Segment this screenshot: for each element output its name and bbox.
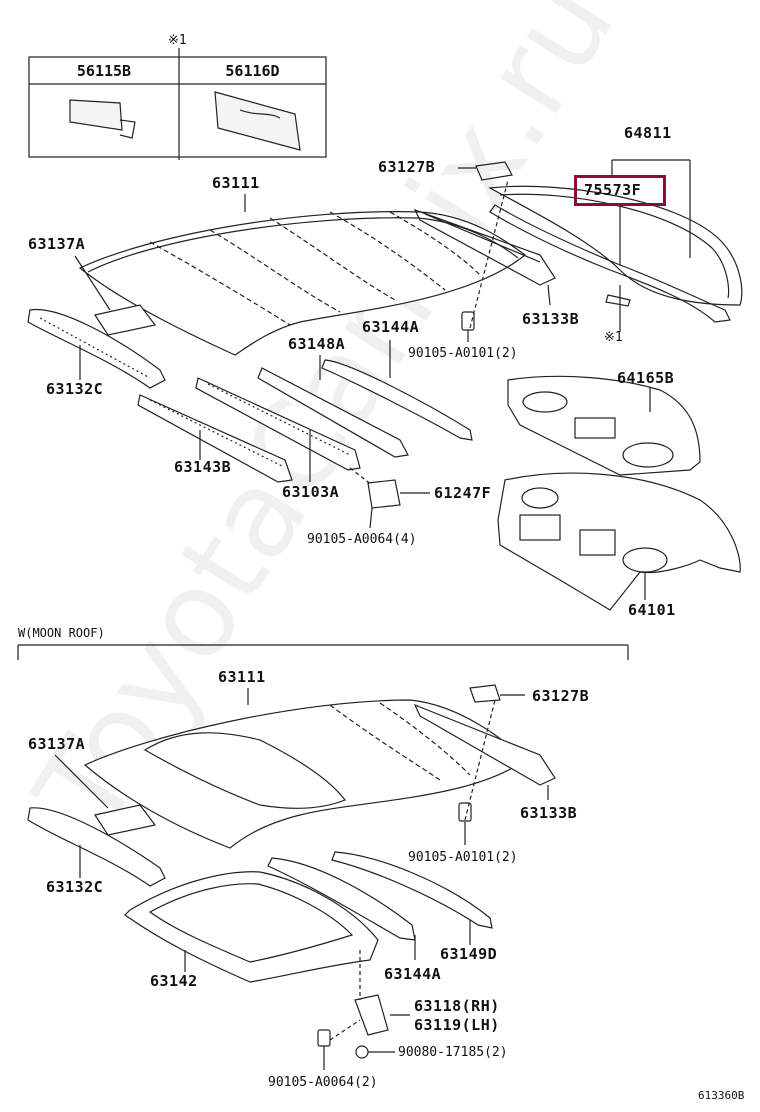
rail-63132c-bottom bbox=[27, 807, 166, 887]
inset-part-56116d[interactable]: 56116D bbox=[225, 62, 280, 80]
bracket-63137a-top bbox=[94, 304, 157, 336]
label-63127b-top[interactable]: 63127B bbox=[378, 158, 436, 176]
label-64165b[interactable]: 64165B bbox=[617, 369, 675, 387]
label-63132c-top[interactable]: 63132C bbox=[46, 380, 104, 398]
rail-63133b-bottom bbox=[413, 703, 556, 786]
shelf-64165b bbox=[507, 375, 701, 476]
panel-64101 bbox=[497, 472, 741, 611]
clip-61247f bbox=[367, 479, 401, 509]
label-63118-rh[interactable]: 63118(RH) bbox=[414, 997, 500, 1015]
bracket-63118-63119 bbox=[354, 994, 389, 1036]
inset-part-56115b[interactable]: 56115B bbox=[76, 62, 132, 80]
bow-63148a bbox=[257, 367, 409, 458]
label-61247f[interactable]: 61247F bbox=[434, 484, 492, 502]
bow-63143b bbox=[137, 394, 293, 483]
label-90105-a0064-bottom[interactable]: 90105-A0064(2) bbox=[268, 1075, 378, 1090]
label-63137a-bottom[interactable]: 63137A bbox=[28, 735, 86, 753]
roof-panel-top bbox=[78, 194, 526, 356]
label-90080-17185[interactable]: 90080-17185(2) bbox=[398, 1045, 508, 1060]
label-63149d[interactable]: 63149D bbox=[440, 945, 498, 963]
label-64101[interactable]: 64101 bbox=[628, 601, 676, 619]
label-90105-a0101-bottom[interactable]: 90105-A0101(2) bbox=[408, 850, 518, 865]
clip-63127b-bottom bbox=[469, 684, 501, 703]
bow-63144a-top bbox=[321, 359, 473, 441]
label-63133b-top[interactable]: 63133B bbox=[522, 310, 580, 328]
label-63148a[interactable]: 63148A bbox=[288, 335, 346, 353]
roof-panel-bottom bbox=[83, 688, 526, 849]
screw-90105-a0101-bottom bbox=[458, 802, 472, 822]
frame-63142 bbox=[124, 871, 379, 983]
nut-90080-17185 bbox=[355, 1045, 369, 1059]
label-63143b[interactable]: 63143B bbox=[174, 458, 232, 476]
inset-table-frame bbox=[28, 48, 327, 160]
label-75573f[interactable]: 75573F bbox=[584, 181, 642, 199]
bow-63103a bbox=[195, 377, 361, 471]
label-63137a-top[interactable]: 63137A bbox=[28, 235, 86, 253]
label-63133b-bottom[interactable]: 63133B bbox=[520, 804, 578, 822]
label-63144a-top[interactable]: 63144A bbox=[362, 318, 420, 336]
label-63142[interactable]: 63142 bbox=[150, 972, 198, 990]
figure-id: 613360B bbox=[698, 1089, 745, 1102]
back-window-64811 bbox=[488, 159, 743, 332]
label-63111-bottom[interactable]: 63111 bbox=[218, 668, 266, 686]
label-63111-top[interactable]: 63111 bbox=[212, 174, 260, 192]
note-marker-inset: ※1 bbox=[168, 33, 187, 48]
label-63144a-bottom[interactable]: 63144A bbox=[384, 965, 442, 983]
label-63127b-bottom[interactable]: 63127B bbox=[532, 687, 590, 705]
label-63103a[interactable]: 63103A bbox=[282, 483, 340, 501]
highlight-75573f bbox=[574, 175, 666, 206]
label-64811[interactable]: 64811 bbox=[624, 124, 672, 142]
bow-63149d bbox=[331, 851, 493, 929]
label-63132c-bottom[interactable]: 63132C bbox=[46, 878, 104, 896]
bracket-63137a-bottom bbox=[94, 804, 157, 836]
note-marker-window: ※1 bbox=[604, 330, 623, 345]
rail-63133b-top bbox=[413, 208, 556, 286]
section-title-moon-roof: W(MOON ROOF) bbox=[18, 626, 105, 640]
screw-90105-a0064-bottom bbox=[317, 1029, 331, 1047]
label-63119-lh[interactable]: 63119(LH) bbox=[414, 1016, 500, 1034]
clip-63127b-top bbox=[475, 161, 513, 181]
rail-63132c-top bbox=[27, 308, 166, 389]
bow-63144a-bottom bbox=[267, 857, 416, 941]
label-90105-a0064-top[interactable]: 90105-A0064(4) bbox=[307, 532, 417, 547]
label-90105-a0101-top[interactable]: 90105-A0101(2) bbox=[408, 346, 518, 361]
